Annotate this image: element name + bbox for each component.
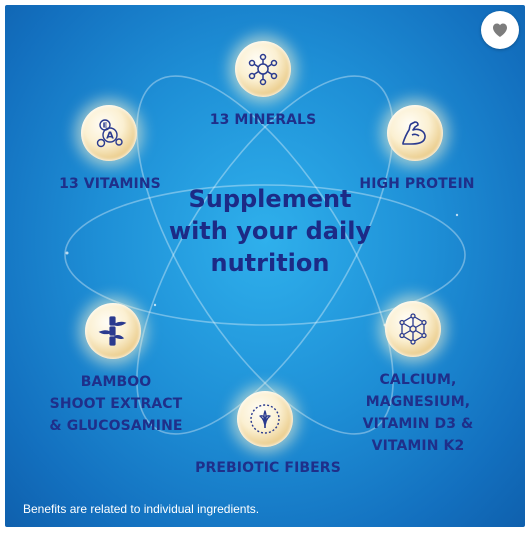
headline: Supplement with your daily nutrition (145, 183, 395, 279)
headline-line2: with your daily (168, 217, 372, 245)
footnote: Benefits are related to individual ingre… (23, 502, 260, 516)
calcium-label-line3: VITAMIN D3 & (362, 416, 474, 432)
svg-text:E: E (103, 122, 108, 130)
infographic-panel: 13 MINERALS E A 13 VITAMINS HIGH PROTEIN (5, 5, 525, 527)
headline-line1: Supplement (188, 185, 352, 213)
calcium-label-line1: CALCIUM, (379, 372, 457, 388)
fibers-badge (237, 391, 293, 447)
calcium-badge (385, 301, 441, 357)
hexagon-network-icon (399, 313, 427, 345)
calcium-label-line4: VITAMIN K2 (371, 438, 465, 454)
minerals-label: 13 MINERALS (209, 112, 317, 128)
bamboo-icon (98, 316, 127, 346)
heart-icon (493, 23, 507, 37)
vitamin-letters-icon: E A (96, 119, 123, 148)
bamboo-badge (85, 303, 141, 359)
flexed-arm-icon (402, 121, 426, 145)
fibers-label: PREBIOTIC FIBERS (195, 460, 341, 476)
vitamins-label: 13 VITAMINS (59, 176, 161, 192)
protein-label: HIGH PROTEIN (359, 176, 475, 192)
bamboo-label: BAMBOO SHOOT EXTRACT & GLUCOSAMINE (41, 371, 191, 437)
favorite-button[interactable] (481, 11, 519, 49)
bamboo-label-line3: & GLUCOSAMINE (49, 418, 183, 434)
minerals-badge (235, 41, 291, 97)
orbit-lines (64, 75, 466, 435)
calcium-label: CALCIUM, MAGNESIUM, VITAMIN D3 & VITAMIN… (355, 369, 481, 457)
molecule-icon (248, 53, 278, 86)
protein-badge (387, 105, 443, 161)
svg-text:A: A (106, 131, 114, 142)
vitamins-badge: E A (81, 105, 137, 161)
calcium-label-line2: MAGNESIUM, (365, 394, 471, 410)
headline-line3: nutrition (210, 249, 330, 277)
leaf-sprout-icon (250, 404, 280, 434)
bamboo-label-line1: BAMBOO (80, 374, 152, 390)
bamboo-label-line2: SHOOT EXTRACT (49, 396, 183, 412)
